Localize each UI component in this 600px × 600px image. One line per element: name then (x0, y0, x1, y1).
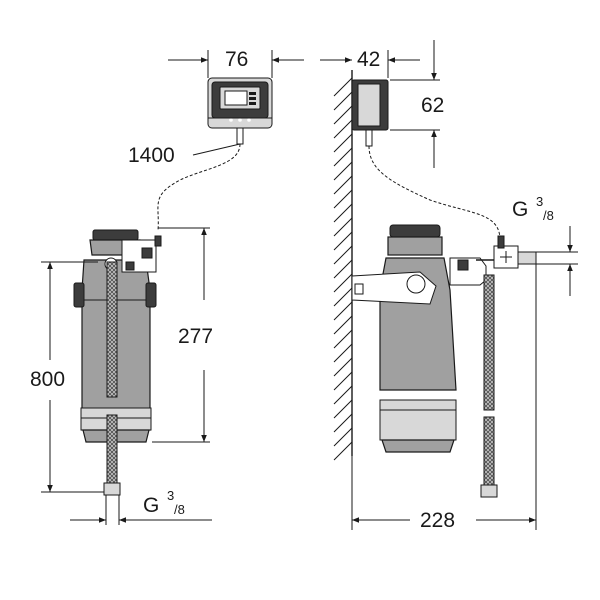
dim-control-depth: 42 (357, 48, 380, 71)
dimension-42: 42 (320, 48, 420, 78)
dimension-62: 62 (390, 40, 444, 168)
filter-unit-front (73, 229, 162, 496)
wall (333, 70, 353, 461)
control-unit-side (351, 79, 389, 147)
left-thread-denominator: /8 (174, 502, 185, 517)
connection-g38-right: G 3 /8 (512, 194, 578, 296)
dim-total-height: 800 (30, 368, 65, 391)
right-thread-prefix: G (512, 198, 528, 221)
right-thread-numerator: 3 (536, 194, 543, 209)
dimension-76: 76 (168, 48, 304, 78)
dimension-277: 277 (152, 227, 213, 443)
front-view: 76 1400 (30, 48, 304, 525)
dim-cable-length: 1400 (128, 144, 175, 167)
dim-control-width: 76 (225, 48, 248, 71)
connection-g38-left: G 3 /8 (70, 488, 212, 525)
cable: 1400 (128, 143, 241, 231)
control-unit-front (207, 77, 273, 145)
dim-filter-height: 277 (178, 325, 213, 348)
cable-side (368, 145, 501, 241)
dim-wall-offset: 228 (420, 509, 455, 532)
right-thread-denominator: /8 (543, 208, 554, 223)
left-thread-numerator: 3 (167, 488, 174, 503)
dim-control-height: 62 (421, 94, 444, 117)
side-view: 42 62 (320, 40, 578, 532)
dimension-228: 228 (351, 264, 537, 532)
filter-unit-side (351, 224, 537, 498)
left-thread-prefix: G (143, 494, 159, 517)
dimension-800: 800 (30, 261, 104, 493)
